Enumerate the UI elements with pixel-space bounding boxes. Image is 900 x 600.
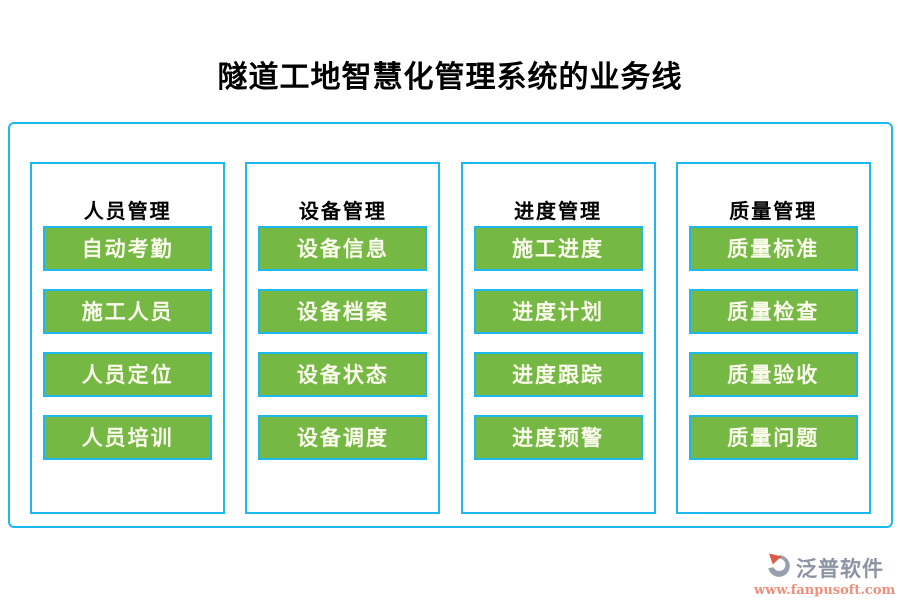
brand-url: www.fanpusoft.com	[754, 583, 896, 598]
item-progress-warning: 进度预警	[473, 415, 643, 460]
item-construction-progress: 施工进度	[473, 226, 643, 271]
item-personnel-training: 人员培训	[43, 415, 213, 460]
item-progress-tracking: 进度跟踪	[473, 352, 643, 397]
item-equipment-dispatch: 设备调度	[258, 415, 428, 460]
column-equipment-management: 设备管理 设备信息 设备档案 设备状态 设备调度	[245, 162, 441, 514]
item-personnel-positioning: 人员定位	[43, 352, 213, 397]
item-quality-inspection: 质量检查	[688, 289, 858, 334]
item-equipment-archive: 设备档案	[258, 289, 428, 334]
item-equipment-status: 设备状态	[258, 352, 428, 397]
column-quality-management: 质量管理 质量标准 质量检查 质量验收 质量问题	[675, 162, 871, 514]
column-personnel-management: 人员管理 自动考勤 施工人员 人员定位 人员培训	[30, 162, 226, 514]
item-equipment-info: 设备信息	[258, 226, 428, 271]
column-header-quality: 质量管理	[729, 199, 818, 223]
column-header-progress: 进度管理	[514, 199, 603, 223]
brand-name: 泛普软件	[796, 556, 884, 581]
fanpu-logo-icon	[764, 551, 794, 585]
item-construction-personnel: 施工人员	[43, 289, 213, 334]
column-header-equipment: 设备管理	[298, 199, 387, 223]
item-progress-plan: 进度计划	[473, 289, 643, 334]
column-header-personnel: 人员管理	[83, 199, 172, 223]
item-quality-acceptance: 质量验收	[688, 352, 858, 397]
item-quality-issue: 质量问题	[688, 415, 858, 460]
diagram-frame: 人员管理 自动考勤 施工人员 人员定位 人员培训 设备管理 设备信息 设备档案 …	[8, 122, 893, 528]
page-title: 隧道工地智慧化管理系统的业务线	[217, 60, 683, 95]
brand-watermark: 泛普软件 www.fanpusoft.com	[754, 551, 896, 598]
item-quality-standard: 质量标准	[688, 226, 858, 271]
column-progress-management: 进度管理 施工进度 进度计划 进度跟踪 进度预警	[460, 162, 656, 514]
item-auto-attendance: 自动考勤	[43, 226, 213, 271]
